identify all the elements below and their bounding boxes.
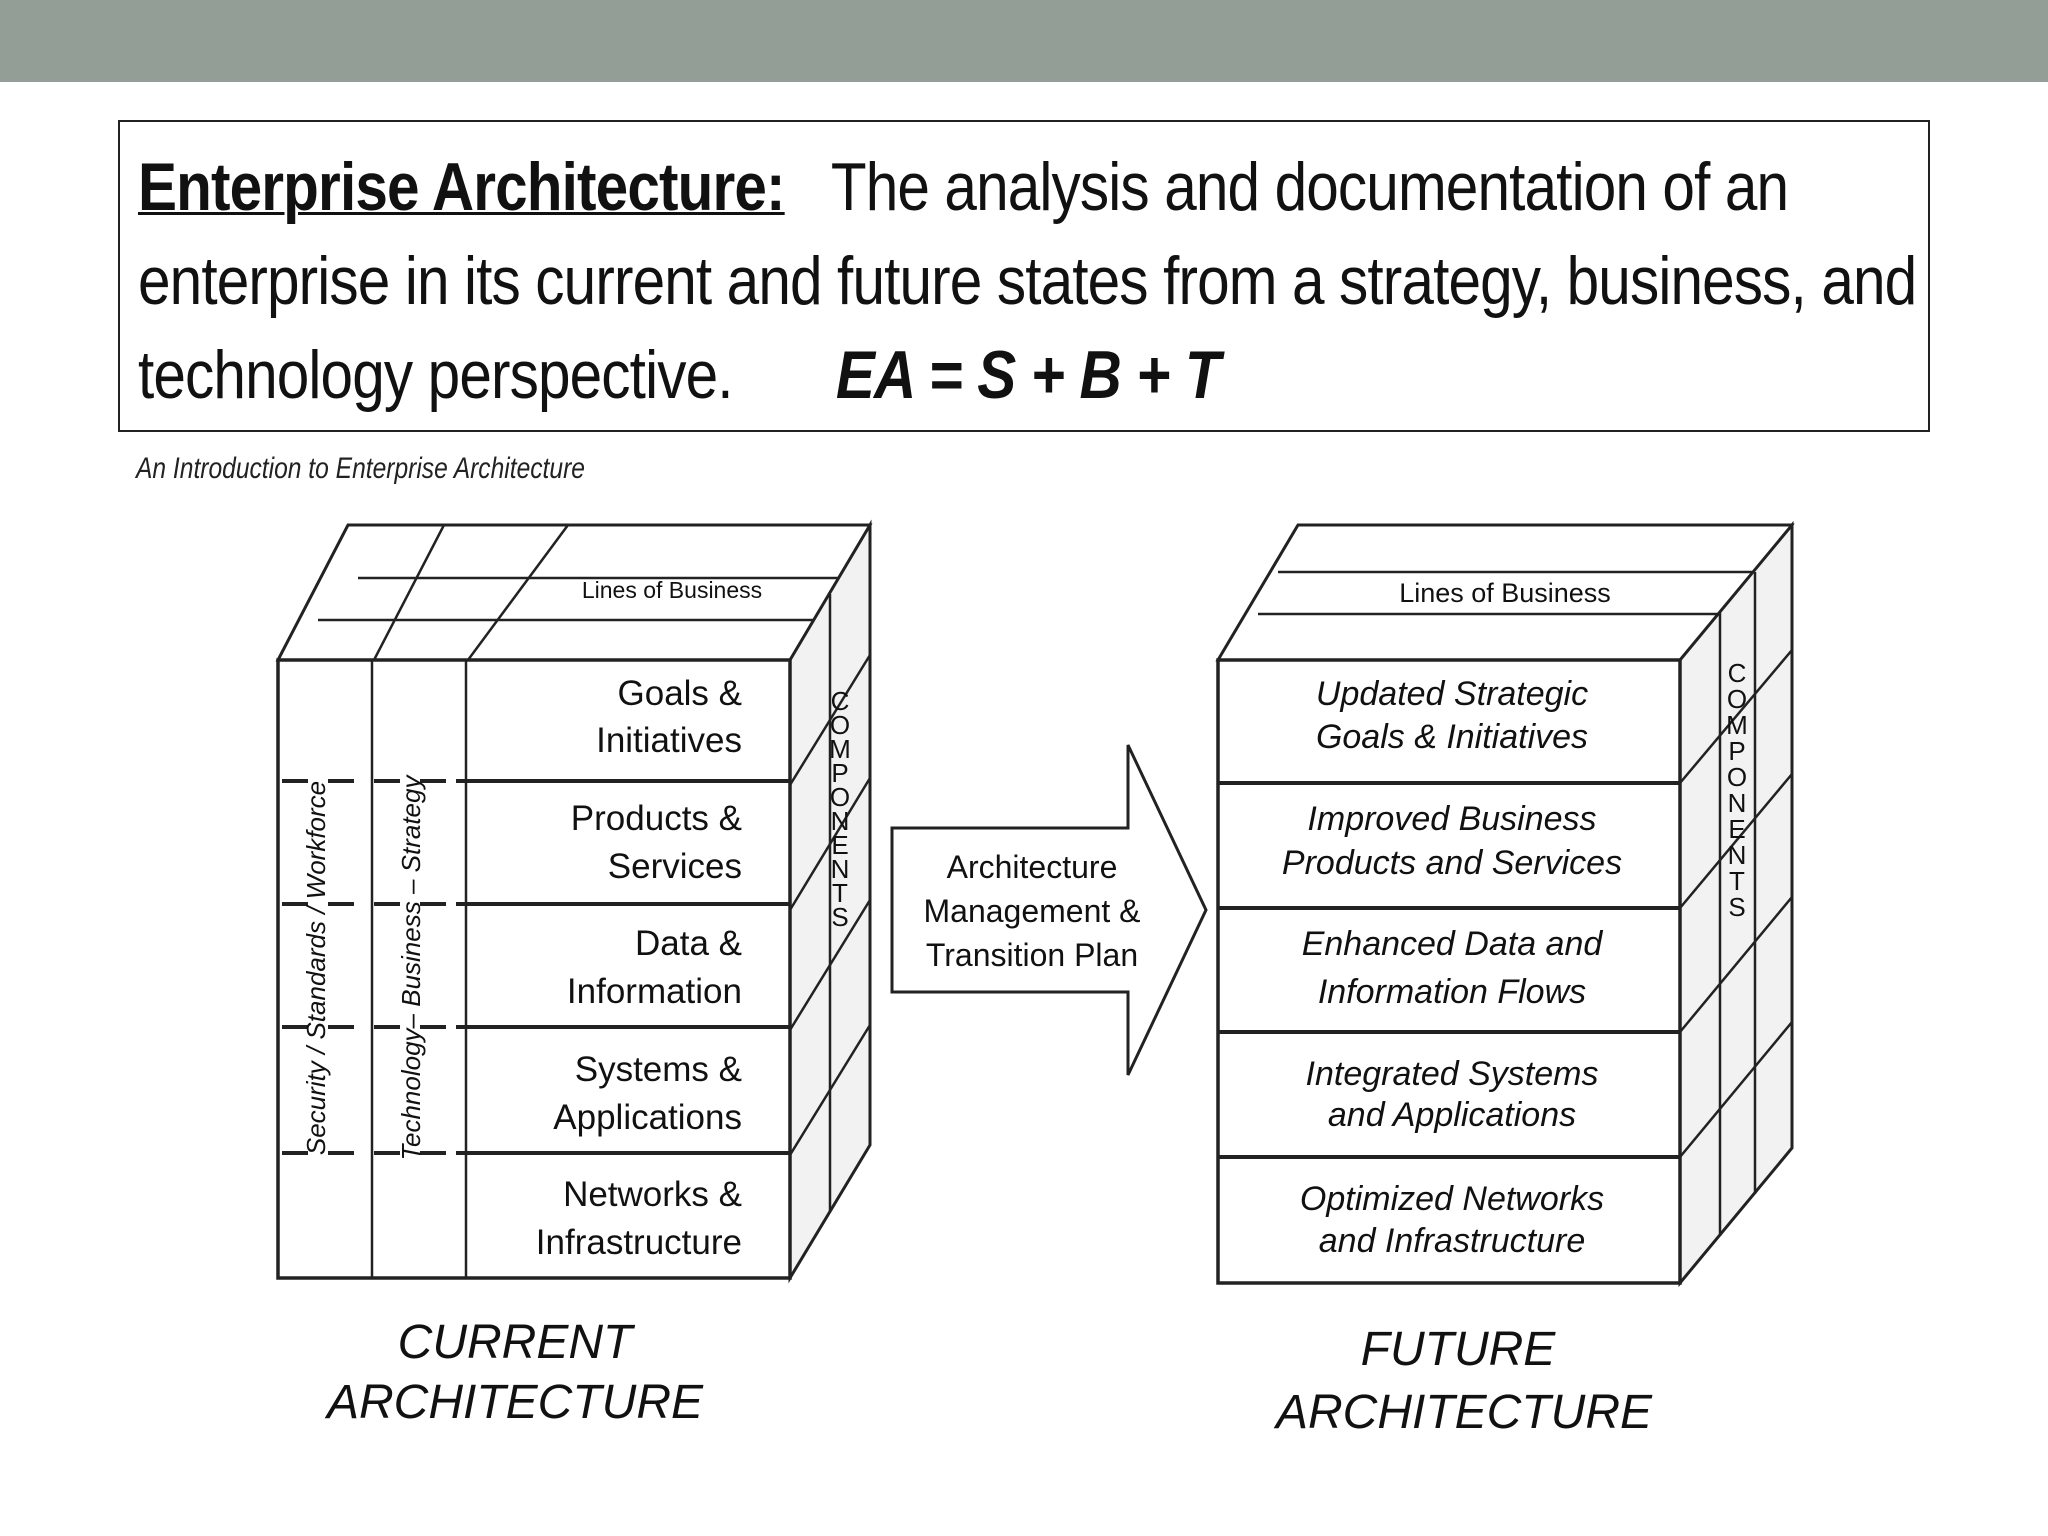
future-row-goals-line2: Goals & Initiatives: [1316, 718, 1588, 756]
current-row-networks-line2: Infrastructure: [536, 1223, 742, 1262]
definition-line-2: enterprise in its current and future sta…: [138, 243, 1917, 319]
future-row-systems-line1: Integrated Systems: [1306, 1055, 1599, 1093]
definition-term: Enterprise Architecture:: [138, 149, 786, 225]
future-row-products-line2: Products and Services: [1282, 844, 1622, 882]
future-row-networks-line1: Optimized Networks: [1300, 1180, 1604, 1218]
current-side-label-security: Security / Standards / Workforce: [301, 781, 331, 1155]
current-cube: Lines of Business Security / Standards /…: [275, 519, 873, 1429]
current-row-goals-line1: Goals &: [618, 674, 743, 713]
current-cube-front: [276, 658, 792, 1280]
future-row-products-line1: Improved Business: [1307, 800, 1596, 838]
current-row-networks-line1: Networks &: [563, 1175, 742, 1214]
slide-header-bar: [0, 0, 2048, 82]
future-row-goals-line1: Updated Strategic: [1316, 675, 1588, 713]
current-title-line2: ARCHITECTURE: [324, 1376, 704, 1429]
current-row-products-line2: Services: [608, 847, 742, 886]
current-lines-of-business: Lines of Business: [582, 577, 762, 603]
transition-arrow: Architecture Management & Transition Pla…: [890, 744, 1208, 1076]
transition-arrow-shape: [890, 744, 1208, 1076]
transition-line1: Architecture: [947, 849, 1118, 885]
transition-line2: Management &: [923, 893, 1140, 929]
definition-line-1: The analysis and documentation of an: [830, 149, 1789, 225]
transition-line3: Transition Plan: [926, 937, 1138, 973]
source-caption: An Introduction to Enterprise Architectu…: [136, 452, 585, 485]
future-title-line1: FUTURE: [1361, 1323, 1557, 1376]
current-row-goals-line2: Initiatives: [596, 721, 742, 760]
future-row-systems-line2: and Applications: [1328, 1096, 1576, 1134]
current-side-label-technology: Technology– Business – Strategy: [396, 774, 426, 1161]
current-row-data-line2: Information: [567, 972, 742, 1011]
current-row-products-line1: Products &: [571, 799, 742, 838]
definition-text: Enterprise Architecture: The analysis an…: [138, 140, 1917, 422]
definition-formula: EA = S + B + T: [835, 337, 1221, 413]
future-row-data-line1: Enhanced Data and: [1302, 925, 1604, 963]
future-lines-of-business: Lines of Business: [1399, 578, 1611, 608]
future-cube-front: [1216, 658, 1682, 1285]
current-title-line1: CURRENT: [398, 1316, 636, 1369]
current-cube-top: [275, 523, 873, 662]
future-title-line2: ARCHITECTURE: [1273, 1386, 1653, 1439]
current-row-systems-line1: Systems &: [575, 1050, 742, 1089]
definition-box: Enterprise Architecture: The analysis an…: [118, 120, 1930, 432]
future-row-data-line2: Information Flows: [1318, 973, 1586, 1011]
future-row-networks-line2: and Infrastructure: [1319, 1222, 1585, 1260]
current-row-data-line1: Data &: [635, 924, 742, 963]
definition-line-3: technology perspective.: [138, 337, 733, 413]
current-row-systems-line2: Applications: [553, 1098, 742, 1137]
